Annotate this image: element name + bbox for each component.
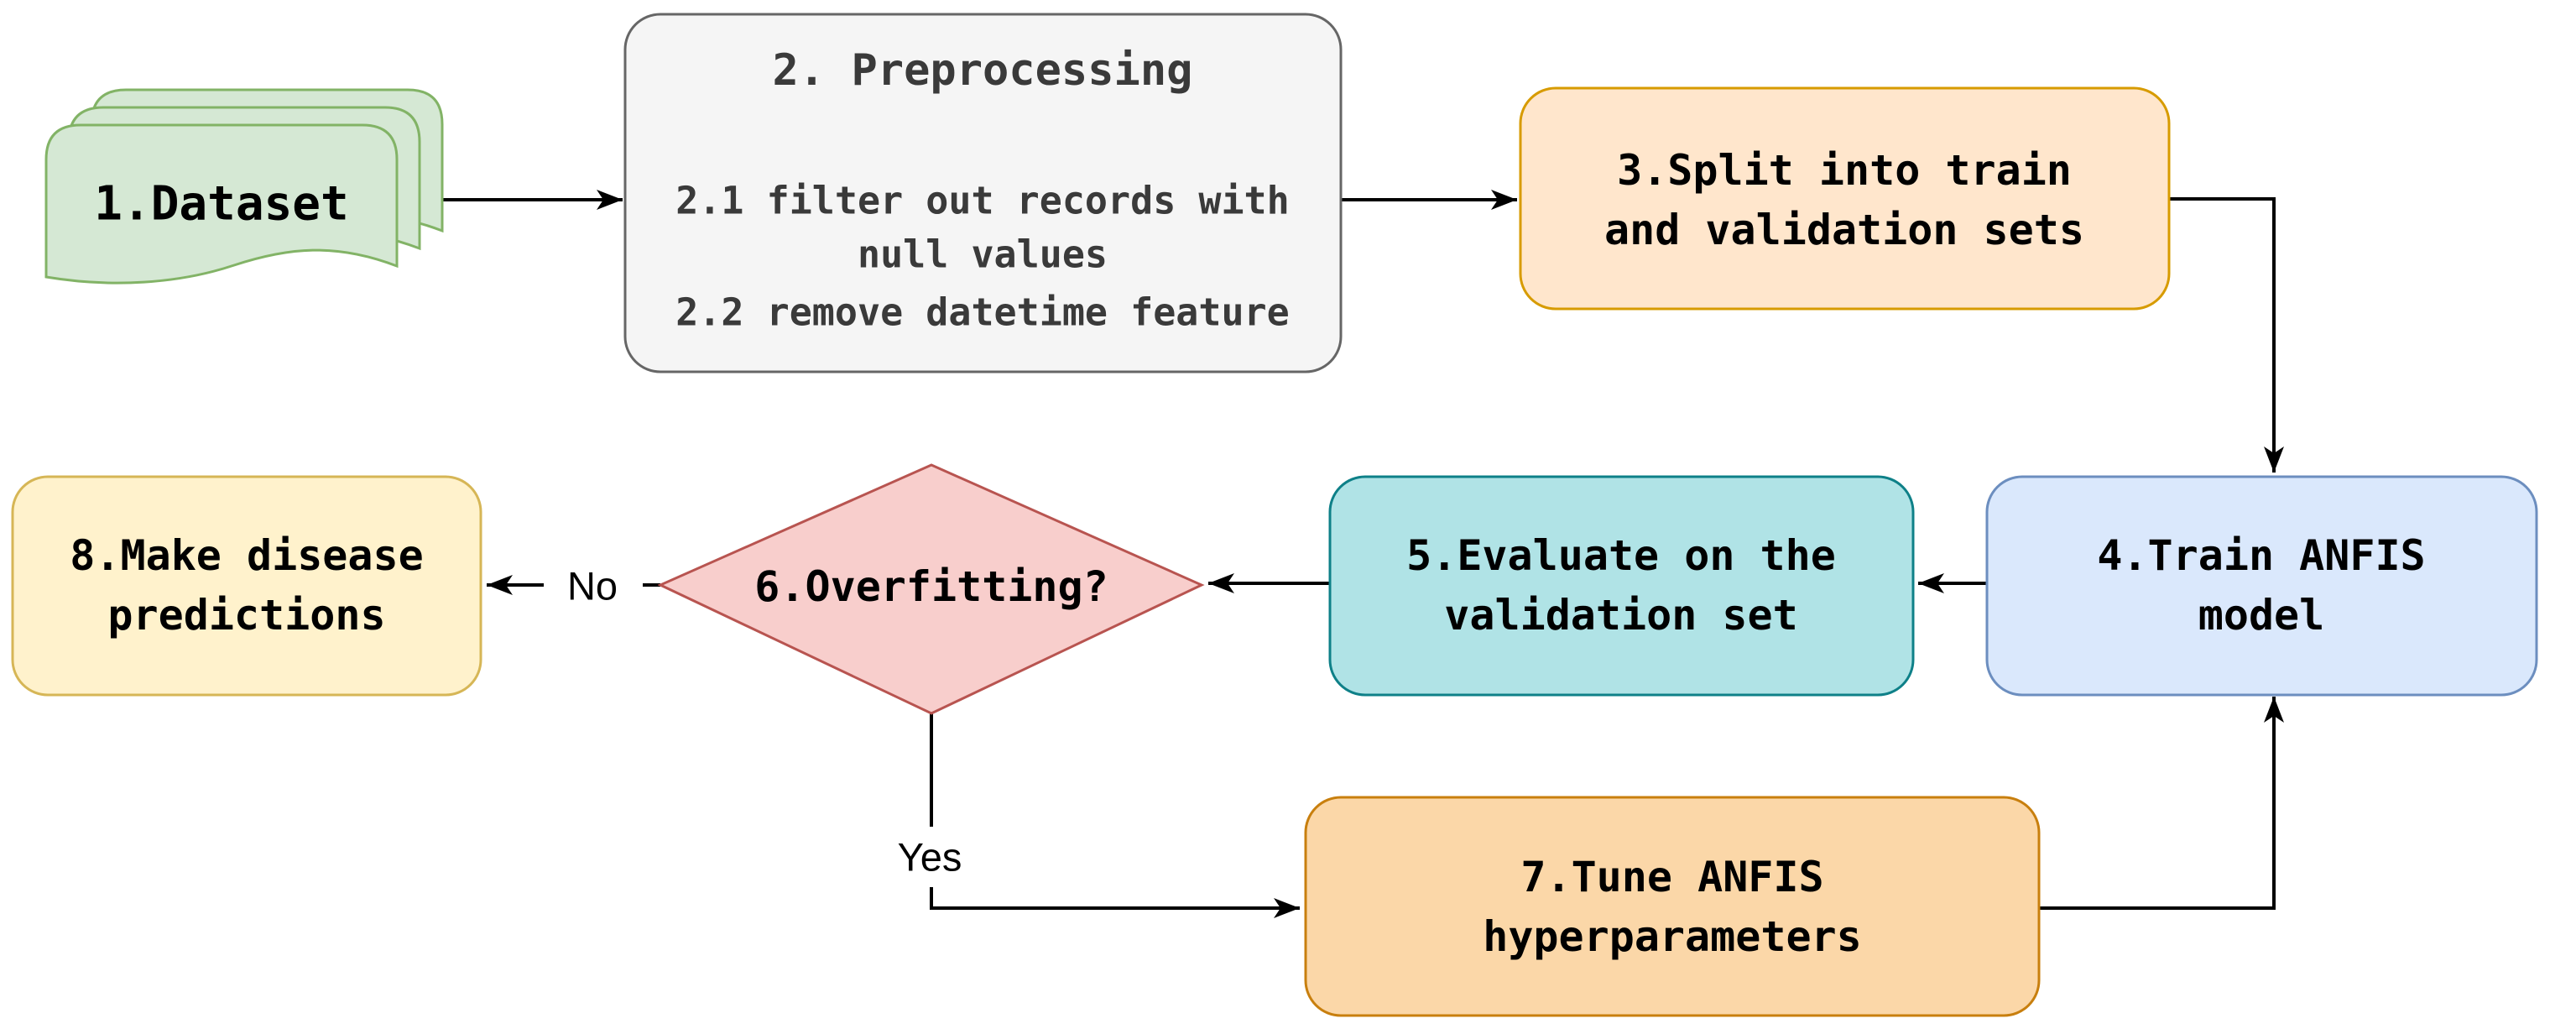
split-label-line1: 3.Split into train [1617, 146, 2072, 195]
train-label-line2: model [2198, 591, 2325, 640]
dataset-label: 1.Dataset [94, 177, 348, 232]
split-label-line2: and validation sets [1604, 206, 2084, 254]
preprocessing-title: 2. Preprocessing [773, 45, 1193, 96]
preprocessing-step-2-1: 2.1 filter out records with [675, 179, 1290, 223]
predict-label-line2: predictions [107, 591, 385, 640]
preprocessing-step-2-2: 2.2 remove datetime feature [675, 290, 1290, 335]
evaluate-label-line1: 5.Evaluate on the [1406, 531, 1836, 580]
evaluate-label-line2: validation set [1444, 591, 1797, 640]
train-node: 4.Train ANFIS model [1985, 475, 2538, 697]
predict-box [11, 475, 482, 697]
tune-box [1304, 796, 2041, 1017]
dataset-page-front-icon [44, 123, 399, 285]
arrow-overfitting-yes-to-tune [930, 713, 1300, 918]
edge-label-no-bg [544, 556, 643, 614]
split-node: 3.Split into train and validation sets [1519, 86, 2171, 311]
overfitting-label: 6.Overfitting? [754, 562, 1108, 611]
edge-label-no-text: No [567, 564, 618, 608]
edge-label-yes-bg [873, 827, 990, 887]
evaluate-box [1328, 475, 1915, 697]
train-box [1985, 475, 2538, 697]
train-label-line1: 4.Train ANFIS [2097, 531, 2425, 580]
predict-node: 8.Make disease predictions [11, 475, 482, 697]
edge-label-no: No [544, 556, 643, 614]
tune-node: 7.Tune ANFIS hyperparameters [1304, 796, 2041, 1017]
overfitting-diamond [657, 463, 1205, 715]
preprocessing-step-2-1-wrap: null values [858, 232, 1108, 277]
dataset-node: 1.Dataset [44, 88, 444, 285]
edge-label-yes: Yes [873, 827, 990, 887]
preprocessing-box [623, 13, 1343, 373]
arrow-tune-to-train [2039, 697, 2284, 910]
tune-label-line1: 7.Tune ANFIS [1520, 853, 1823, 901]
preprocessing-node: 2. Preprocessing 2.1 filter out records … [623, 13, 1343, 373]
overfitting-decision: 6.Overfitting? [657, 463, 1205, 715]
split-box [1519, 86, 2171, 311]
tune-label-line2: hyperparameters [1483, 912, 1862, 961]
evaluate-node: 5.Evaluate on the validation set [1328, 475, 1915, 697]
edge-label-yes-text: Yes [898, 835, 962, 880]
arrow-split-to-train [2169, 197, 2284, 473]
predict-label-line1: 8.Make disease [70, 531, 423, 580]
